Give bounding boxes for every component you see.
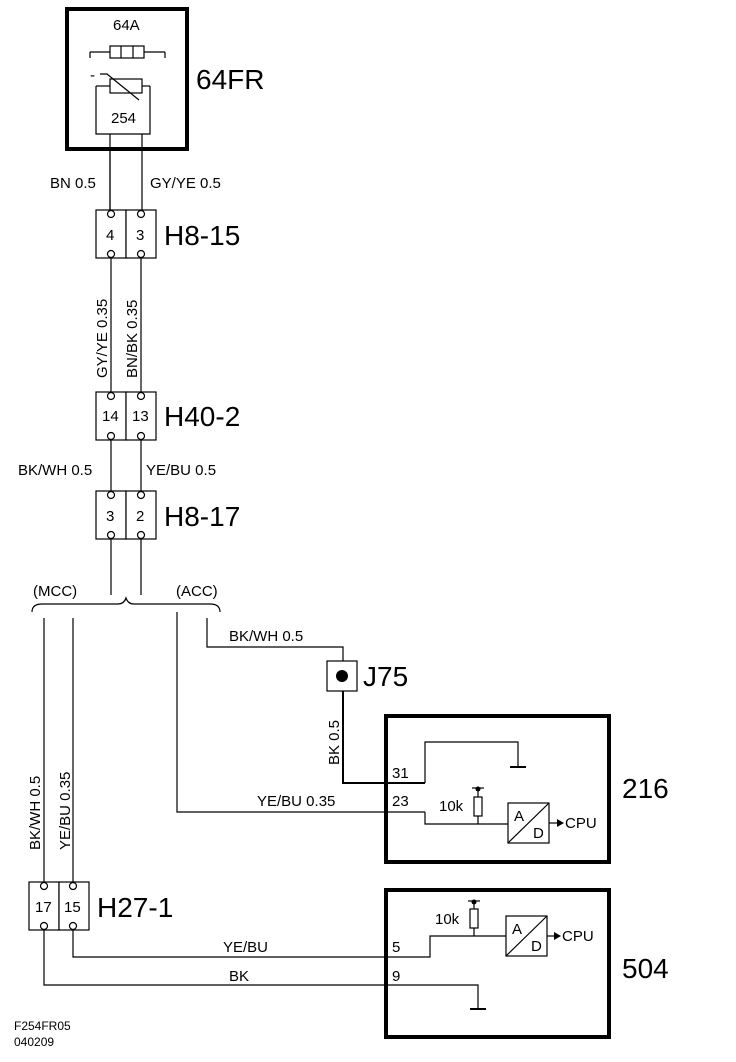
arrow-icon	[557, 819, 564, 827]
module-216-resistor: 10k	[439, 798, 464, 815]
module-504-resistor: 10k	[435, 911, 460, 928]
splice-j75: J75	[326, 660, 408, 692]
module-216-cpu: CPU	[565, 815, 597, 832]
fuse-label: 64A	[113, 17, 140, 34]
h40-2-pin-14: 14	[102, 408, 119, 425]
h27-1-pin-15: 15	[64, 899, 81, 916]
diagram-code: F254FR05	[14, 1019, 71, 1033]
h40-2-label: H40-2	[164, 401, 240, 432]
resistor-icon	[469, 908, 479, 929]
module-216-pin-23: 23	[392, 793, 409, 810]
module-504-adc-a: A	[512, 921, 522, 938]
module-504: 5 9 10k A D CPU 504	[384, 888, 669, 1039]
branch-acc-label: (ACC)	[176, 583, 218, 600]
resistor-icon	[473, 796, 483, 817]
h8-15-pin-3: 3	[136, 227, 144, 244]
wire-bnbk-0-35: BN/BK 0.35	[124, 300, 141, 378]
component-64fr: 64A - 254 64FR	[65, 7, 264, 151]
module-504-label: 504	[622, 953, 669, 984]
component-64fr-box	[65, 7, 189, 151]
module-504-adc-d: D	[531, 938, 542, 955]
wire-yebu-0-5: YE/BU 0.5	[146, 462, 216, 479]
h8-17-pin-2: 2	[136, 508, 144, 525]
h8-17-label: H8-17	[164, 501, 240, 532]
branch-brace	[31, 596, 221, 613]
wire-bk-0-5: BK 0.5	[326, 720, 343, 765]
connector-h8-17: 3 2 H8-17	[95, 490, 240, 540]
branch-mcc-label: (MCC)	[33, 583, 77, 600]
wire-mcc-yebu-0-35: YE/BU 0.35	[57, 772, 74, 850]
wire-gyye-0-5: GY/YE 0.5	[150, 175, 221, 192]
module-504-pin-9: 9	[392, 968, 400, 985]
connector-h27-1: 17 15 H27-1	[28, 881, 173, 931]
wire-acc-bkwh-0-5: BK/WH 0.5	[229, 628, 303, 645]
arrow-icon	[554, 932, 561, 940]
connector-h8-15: 4 3 H8-15	[95, 209, 240, 259]
fuse-icon	[109, 45, 145, 59]
module-504-pin-5: 5	[392, 939, 400, 956]
module-216-adc-a: A	[514, 808, 524, 825]
module-216-adc-d: D	[533, 825, 544, 842]
h40-2-pin-13: 13	[132, 408, 149, 425]
h8-17-pin-3: 3	[106, 508, 114, 525]
h27-1-label: H27-1	[97, 892, 173, 923]
wire-acc-yebu-0-35: YE/BU 0.35	[257, 793, 335, 810]
wire-bkwh-0-5-upper: BK/WH 0.5	[18, 462, 92, 479]
connector-h40-2: 14 13 H40-2	[95, 391, 240, 441]
sensor-number: 254	[111, 110, 136, 127]
h8-15-label: H8-15	[164, 220, 240, 251]
j75-label: J75	[363, 661, 408, 692]
component-64fr-label: 64FR	[196, 64, 264, 95]
wire-bn-0-5: BN 0.5	[50, 175, 96, 192]
module-504-cpu: CPU	[562, 928, 594, 945]
wire-h27-yebu: YE/BU	[223, 939, 268, 956]
diagram-date: 040209	[14, 1035, 54, 1049]
wire-h27-bk: BK	[229, 968, 249, 985]
wire-gyye-0-35: GY/YE 0.35	[94, 299, 111, 378]
h27-1-pin-17: 17	[35, 899, 52, 916]
h8-15-pin-4: 4	[106, 227, 114, 244]
module-216-pin-31: 31	[392, 765, 409, 782]
module-216-label: 216	[622, 773, 669, 804]
wire-mcc-bkwh-0-5: BK/WH 0.5	[27, 776, 44, 850]
ntc-minus-sign: -	[90, 67, 95, 84]
module-216: 31 23 10k A D CPU 216	[384, 714, 669, 864]
